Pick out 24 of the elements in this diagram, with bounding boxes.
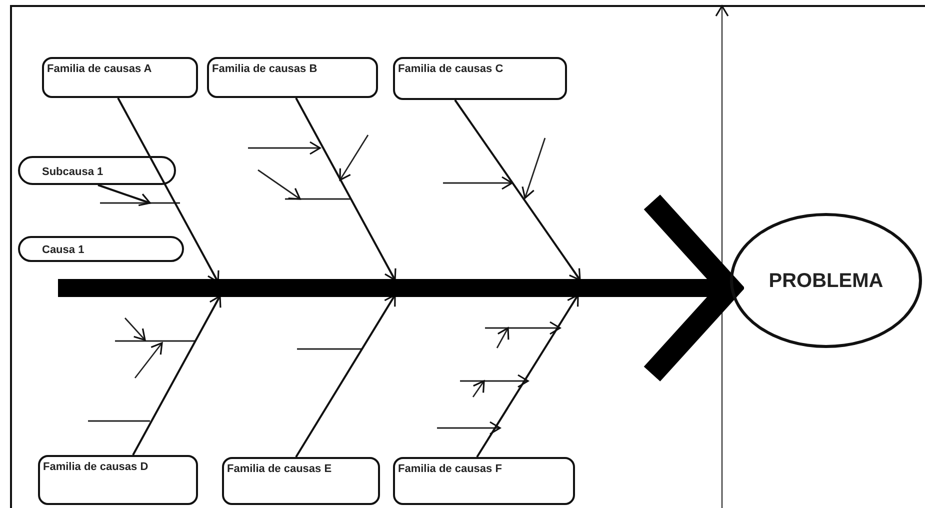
problem-ellipse xyxy=(730,213,922,348)
cause-family-box xyxy=(393,457,575,505)
cause-family-box xyxy=(393,57,567,100)
cause-label: Familia de causas A xyxy=(47,62,153,76)
cause-label: Familia de causas C xyxy=(398,62,504,76)
problem-label: PROBLEMA xyxy=(768,268,884,294)
arrow xyxy=(454,99,581,281)
cause-family-box xyxy=(207,57,378,98)
cause-family-box xyxy=(38,455,198,505)
cause-label-box xyxy=(18,236,184,262)
arrow xyxy=(295,98,396,281)
cause-family-box xyxy=(42,57,198,98)
arrow xyxy=(295,294,396,458)
arrow xyxy=(98,184,151,206)
cause-label: Familia de causas D xyxy=(43,460,150,474)
cause-label-box xyxy=(18,156,176,185)
cause-label: Familia de causas E xyxy=(227,462,333,476)
cause-label: Familia de causas B xyxy=(212,62,318,76)
arrow xyxy=(476,294,579,458)
cause-label: Subcausa 1 xyxy=(42,165,104,179)
cause-label: Causa 1 xyxy=(42,243,84,257)
cause-family-box xyxy=(222,457,380,505)
arrow xyxy=(132,295,222,456)
cause-label: Familia de causas F xyxy=(398,462,503,476)
